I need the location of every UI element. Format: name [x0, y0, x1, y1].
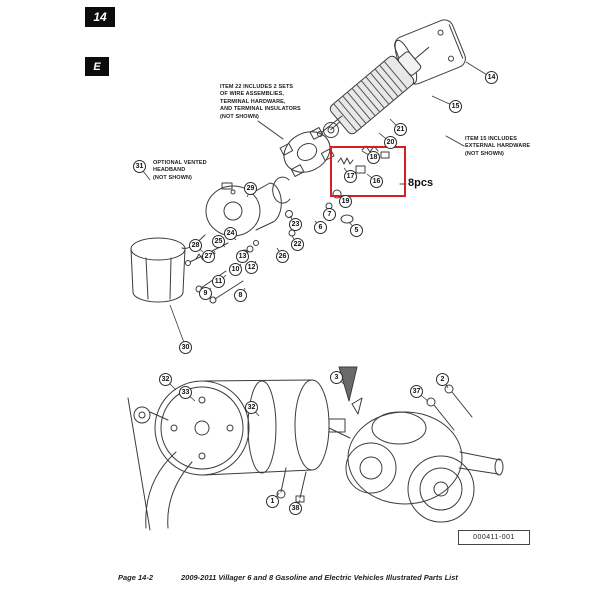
part-callout-23: 23: [289, 218, 302, 231]
bolt-art: [426, 384, 473, 431]
part-callout-33: 33: [179, 386, 192, 399]
highlight-box: [330, 146, 406, 197]
transaxle-art: [328, 411, 504, 523]
part-callout-11: 11: [212, 275, 225, 288]
part-callout-28: 28: [189, 239, 202, 252]
part-callout-26: 26: [276, 250, 289, 263]
part-callout-8: 8: [234, 289, 247, 302]
part-callout-1: 1: [266, 495, 279, 508]
part-callout-32: 32: [245, 401, 258, 414]
part-callout-12: 12: [245, 261, 258, 274]
part-callout-14: 14: [485, 71, 498, 84]
footer-title: 2009-2011 Villager 6 and 8 Gasoline and …: [181, 573, 458, 582]
footer-page-number: Page 14-2: [118, 573, 154, 582]
part-callout-38: 38: [289, 502, 302, 515]
part-callout-27: 27: [202, 250, 215, 263]
cone-part-art: [338, 366, 358, 402]
part-callout-29: 29: [244, 182, 257, 195]
note-optional-headband: OPTIONAL VENTED HEADBAND (NOT SHOWN): [153, 160, 207, 181]
part-callout-31: 31: [133, 160, 146, 173]
part-callout-37: 37: [410, 385, 423, 398]
part-callout-22: 22: [291, 238, 304, 251]
part-callout-9: 9: [199, 287, 212, 300]
drive-motor-art: [154, 379, 346, 476]
bearing-art: [323, 122, 339, 138]
part-callout-10: 10: [229, 263, 242, 276]
snap-ring-art: [272, 176, 291, 204]
part-callout-25: 25: [212, 235, 225, 248]
part-callout-13: 13: [236, 250, 249, 263]
headband-drum-art: [130, 237, 186, 303]
quantity-label: 8pcs: [408, 177, 434, 189]
section-letter-badge: E: [85, 57, 109, 76]
part-callout-3: 3: [330, 371, 343, 384]
note-item15: ITEM 15 INCLUDES EXTERNAL HARDWARE (NOT …: [465, 136, 531, 157]
note-item22: ITEM 22 INCLUDES 2 SETS OF WIRE ASSEMBLI…: [220, 84, 301, 120]
part-callout-5: 5: [350, 224, 363, 237]
part-callout-15: 15: [449, 100, 462, 113]
figure-code: 000411-001: [473, 534, 515, 541]
part-callout-2: 2: [436, 373, 449, 386]
part-callout-21: 21: [394, 123, 407, 136]
armature-art: [329, 46, 430, 135]
part-callout-30: 30: [179, 341, 192, 354]
figure-code-box: 000411-001: [458, 530, 530, 545]
section-number-badge: 14: [85, 7, 115, 27]
bracket-fork-art: [127, 397, 193, 531]
field-housing-art: [205, 182, 282, 237]
brush-plate-art: [279, 127, 335, 177]
part-callout-6: 6: [314, 221, 327, 234]
end-cap-art: [394, 19, 466, 85]
part-callout-32: 32: [159, 373, 172, 386]
part-callout-24: 24: [224, 227, 237, 240]
part-callout-7: 7: [323, 208, 336, 221]
